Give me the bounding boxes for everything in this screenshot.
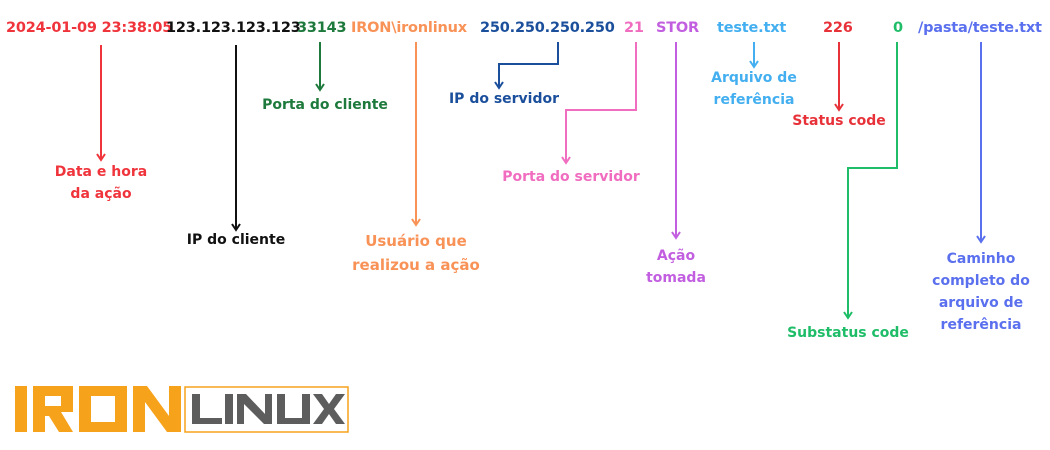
token-path: /pasta/teste.txt	[918, 20, 1042, 36]
token-status: 226	[823, 20, 853, 36]
ironlinux-logo	[15, 386, 350, 438]
label-line: Porta do servidor	[502, 169, 640, 185]
label-line: arquivo de	[938, 295, 1024, 311]
label-file: Arquivo de referência	[699, 67, 809, 111]
label-line: tomada	[646, 270, 706, 286]
label-line: Arquivo de	[711, 70, 797, 86]
label-path: Caminho completo do arquivo de referênci…	[926, 248, 1036, 336]
token-client-ip: 123.123.123.123	[166, 20, 301, 36]
label-datetime: Data e hora da ação	[41, 161, 161, 205]
token-substatus: 0	[893, 20, 903, 36]
label-client-port: Porta do cliente	[255, 94, 395, 116]
label-user: Usuário que realizou a ação	[341, 229, 491, 277]
token-user: IRON\ironlinux	[351, 20, 467, 36]
token-action: STOR	[656, 20, 700, 36]
token-datetime: 2024-01-09 23:38:05	[6, 20, 173, 36]
label-substatus: Substatus code	[778, 322, 918, 344]
label-line: Porta do cliente	[262, 97, 388, 113]
label-line: Caminho	[946, 251, 1016, 267]
label-server-ip: IP do servidor	[434, 88, 574, 110]
label-line: Status code	[792, 113, 886, 129]
token-client-port: 33143	[297, 20, 347, 36]
label-server-port: Porta do servidor	[491, 166, 651, 188]
token-server-ip: 250.250.250.250	[480, 20, 615, 36]
logo-graphic	[15, 386, 349, 433]
label-action: Ação tomada	[626, 245, 726, 289]
label-line: referência	[713, 92, 795, 108]
label-line: Ação	[656, 248, 696, 264]
label-line: Usuário que	[365, 232, 467, 250]
label-line: Data e hora	[54, 164, 148, 180]
logo-iron-text	[15, 386, 181, 432]
arrow-server-port	[565, 42, 637, 163]
label-line: Substatus code	[787, 325, 909, 341]
logo-linux-text	[192, 394, 345, 424]
label-client-ip: IP do cliente	[176, 229, 296, 251]
arrow-substatus	[847, 42, 898, 318]
label-line: IP do cliente	[186, 232, 286, 248]
token-file: teste.txt	[717, 20, 787, 36]
label-line: IP do servidor	[448, 91, 560, 107]
label-status: Status code	[779, 110, 899, 132]
label-line: completo do	[932, 273, 1030, 289]
label-line: realizou a ação	[352, 256, 480, 274]
arrow-server-ip	[498, 42, 559, 88]
label-line: da ação	[70, 186, 132, 202]
token-server-port: 21	[624, 20, 644, 36]
label-line: referência	[940, 317, 1022, 333]
